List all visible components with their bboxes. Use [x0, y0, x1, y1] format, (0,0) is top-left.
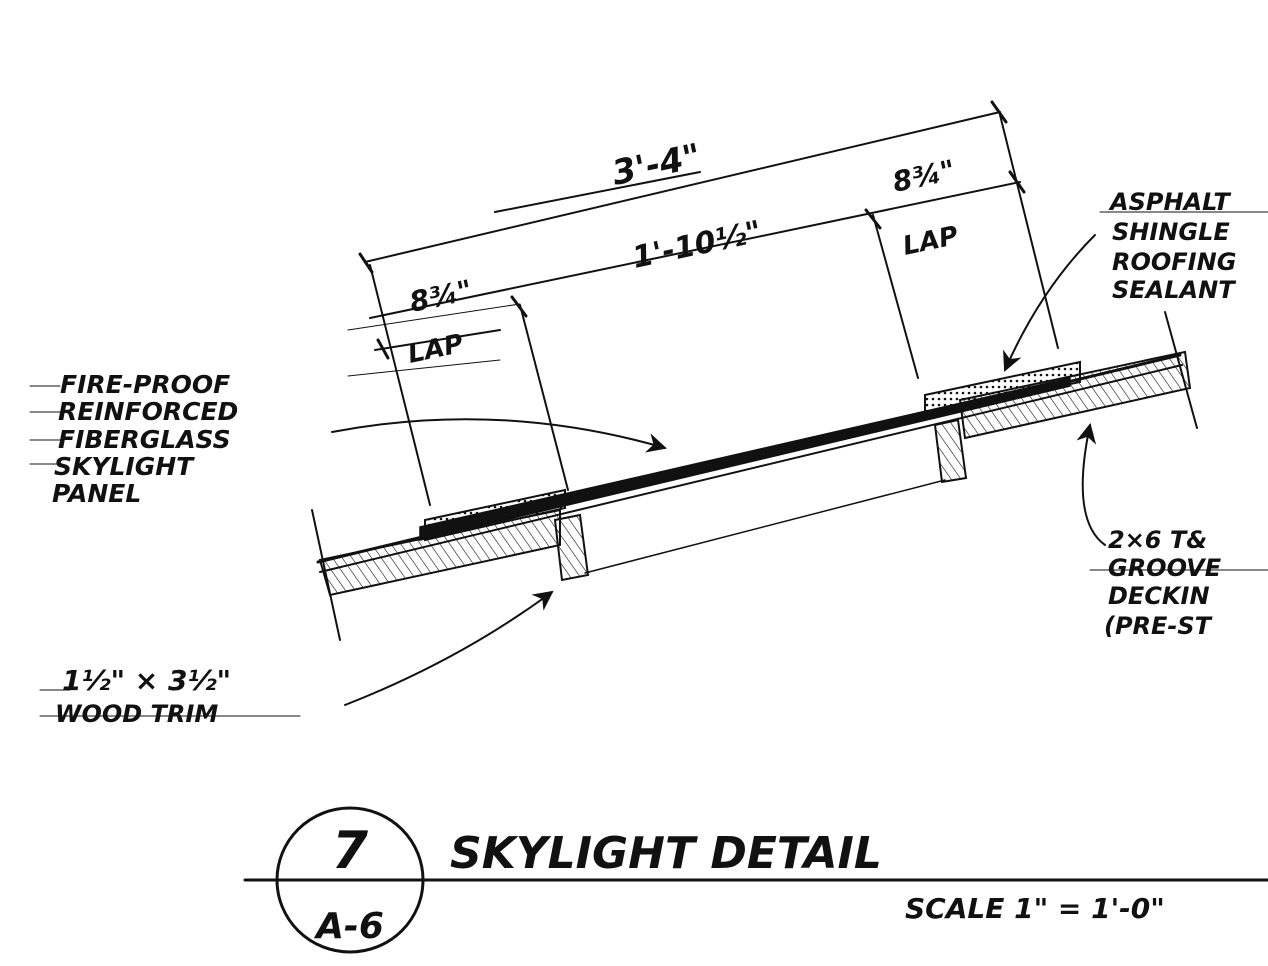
svg-text:1½" × 3½": 1½" × 3½"	[62, 664, 231, 697]
inner-dimension-line	[369, 181, 1021, 319]
left-wood-trim	[553, 513, 590, 582]
decking-note: 2×6 T& GROOVE DECKIN (PRE-ST	[1104, 526, 1222, 640]
svg-text:(PRE-ST: (PRE-ST	[1104, 612, 1213, 640]
sealant-leader	[1003, 234, 1096, 372]
right-wood-trim	[933, 418, 968, 484]
shingle-note: ASPHALT SHINGLE ROOFING SEALANT	[1108, 188, 1236, 304]
svg-text:SEALANT: SEALANT	[1112, 276, 1236, 304]
svg-text:ASPHALT: ASPHALT	[1108, 188, 1231, 216]
overall-dimension-line	[364, 111, 1001, 263]
svg-text:DECKIN: DECKIN	[1108, 582, 1210, 610]
leader-arrows	[331, 234, 1106, 706]
svg-text:GROOVE: GROOVE	[1108, 554, 1222, 582]
svg-text:SHINGLE: SHINGLE	[1112, 218, 1230, 246]
panel-note: FIRE-PROOF REINFORCED FIBERGLASS SKYLIGH…	[52, 370, 238, 508]
left-lap-label: LAP	[405, 329, 466, 370]
svg-text:2×6 T&: 2×6 T&	[1108, 526, 1207, 554]
trim-note: 1½" × 3½" WOOD TRIM	[55, 664, 231, 728]
roof-section	[311, 311, 1198, 641]
right-lap-label: LAP	[900, 221, 961, 262]
sheet-number: A-6	[313, 906, 384, 947]
detail-title: SKYLIGHT DETAIL	[450, 828, 882, 879]
svg-text:WOOD TRIM: WOOD TRIM	[55, 700, 218, 728]
detail-scale: SCALE 1" = 1'-0"	[905, 892, 1165, 925]
right-decking	[958, 350, 1192, 440]
dimension-lines	[347, 100, 1059, 506]
right-lap-sealant	[924, 360, 1081, 417]
detail-number: 7	[332, 821, 369, 881]
title-block: 7 A-6 SKYLIGHT DETAIL SCALE 1" = 1'-0"	[243, 806, 1268, 954]
svg-text:REINFORCED: REINFORCED	[58, 397, 238, 426]
panel-leader	[331, 418, 667, 453]
center-dimension: 1'-10½"	[629, 214, 764, 275]
left-lap-sealant	[424, 488, 566, 542]
right-lap-length: 8¾"	[890, 153, 959, 198]
svg-text:ROOFING: ROOFING	[1112, 248, 1236, 276]
svg-text:FIBERGLASS: FIBERGLASS	[58, 425, 231, 454]
svg-text:SKYLIGHT: SKYLIGHT	[54, 452, 195, 481]
trim-leader	[344, 590, 554, 706]
dimension-text: 3'-4" 1'-10½" 8¾" LAP 8¾" LAP	[405, 136, 961, 370]
svg-text:PANEL: PANEL	[52, 479, 141, 508]
decking-leader	[1076, 423, 1106, 546]
svg-text:FIRE-PROOF: FIRE-PROOF	[60, 370, 230, 399]
